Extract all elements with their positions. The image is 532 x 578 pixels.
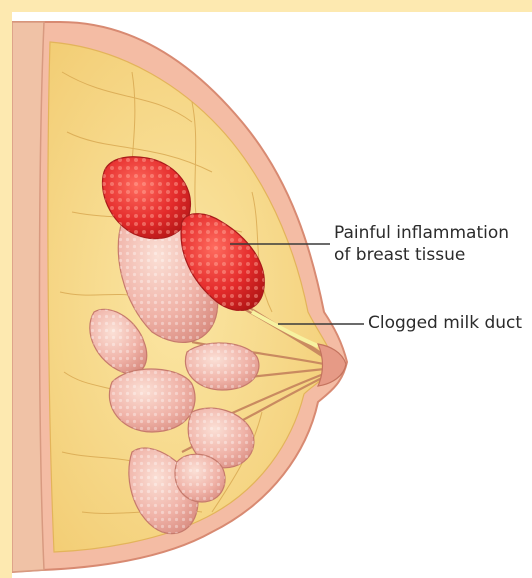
illustration-panel: Painful inflammation of breast tissue Cl…: [12, 12, 532, 578]
annotation-inflammation-line2: of breast tissue: [334, 244, 509, 266]
annotation-clogged-duct: Clogged milk duct: [368, 312, 522, 334]
breast-cross-section-illustration: [12, 12, 532, 578]
annotation-inflammation-line1: Painful inflammation: [334, 222, 509, 244]
chest-wall: [12, 22, 44, 572]
annotation-inflammation: Painful inflammation of breast tissue: [334, 222, 509, 266]
